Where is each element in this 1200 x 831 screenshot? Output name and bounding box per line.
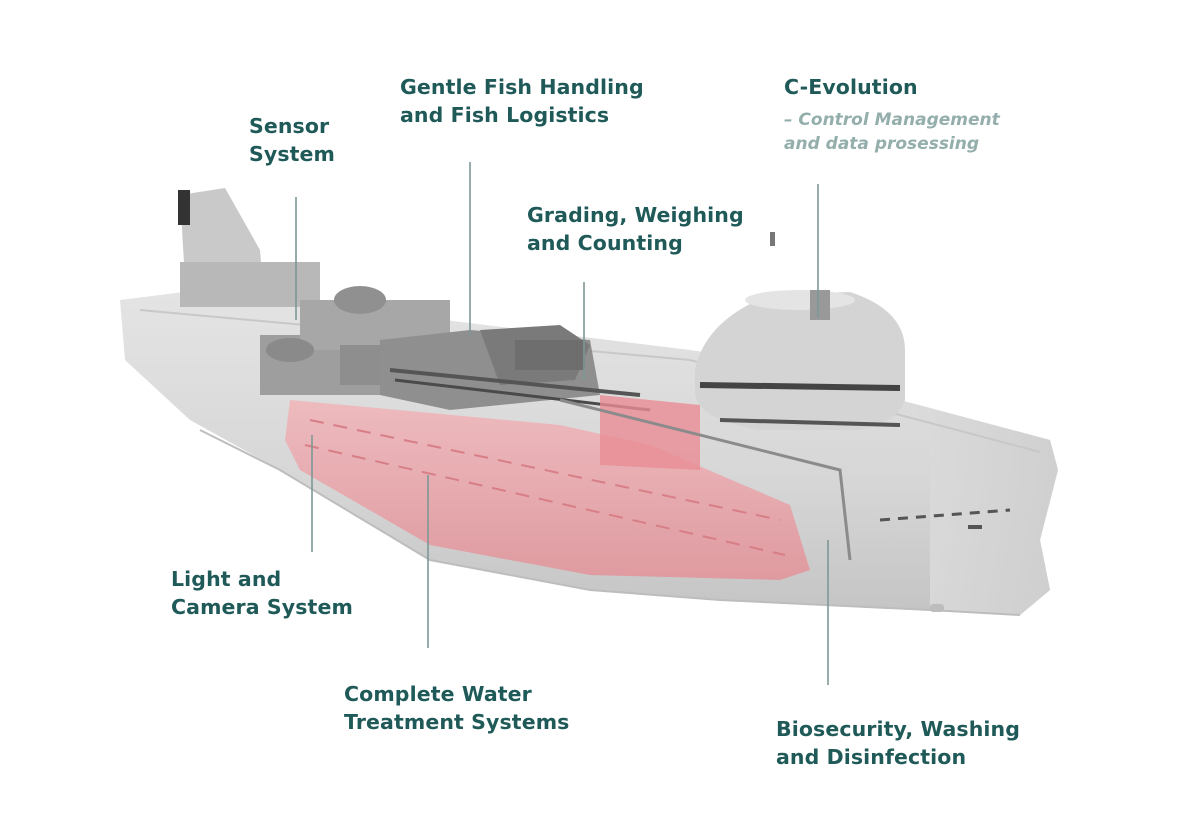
label-biosecurity-line2: and Disinfection	[776, 745, 967, 769]
label-sensor-line1: Sensor	[249, 114, 330, 138]
label-water-line1: Complete Water	[344, 682, 532, 706]
label-water-treatment: Complete Water Treatment Systems	[344, 680, 569, 736]
label-c-evolution-subtitle: – Control Management and data prosessing	[784, 108, 1000, 156]
water-tanks	[285, 395, 852, 580]
bridge	[695, 232, 905, 430]
label-handling-line1: Gentle Fish Handling	[400, 75, 644, 99]
stern-funnel	[178, 188, 262, 280]
label-fish-handling: Gentle Fish Handling and Fish Logistics	[400, 73, 644, 129]
label-light-line1: Light and	[171, 567, 282, 591]
label-c-evolution-sub1: – Control Management	[784, 110, 1000, 130]
label-c-evolution: C-Evolution	[784, 73, 918, 101]
label-sensor-line2: System	[249, 142, 335, 166]
label-grading-line1: Grading, Weighing	[527, 203, 744, 227]
label-c-evolution-sub2: and data prosessing	[784, 134, 980, 154]
label-handling-line2: and Fish Logistics	[400, 103, 610, 127]
label-biosecurity-line1: Biosecurity, Washing	[776, 717, 1021, 741]
label-water-line2: Treatment Systems	[344, 710, 570, 734]
label-grading: Grading, Weighing and Counting	[527, 201, 744, 257]
label-biosecurity: Biosecurity, Washing and Disinfection	[776, 715, 1020, 771]
label-c-evolution-title: C-Evolution	[784, 75, 918, 99]
label-light-camera: Light and Camera System	[171, 565, 353, 621]
label-light-line2: Camera System	[171, 595, 353, 619]
label-grading-line2: and Counting	[527, 231, 683, 255]
label-sensor-system: Sensor System	[249, 112, 335, 168]
